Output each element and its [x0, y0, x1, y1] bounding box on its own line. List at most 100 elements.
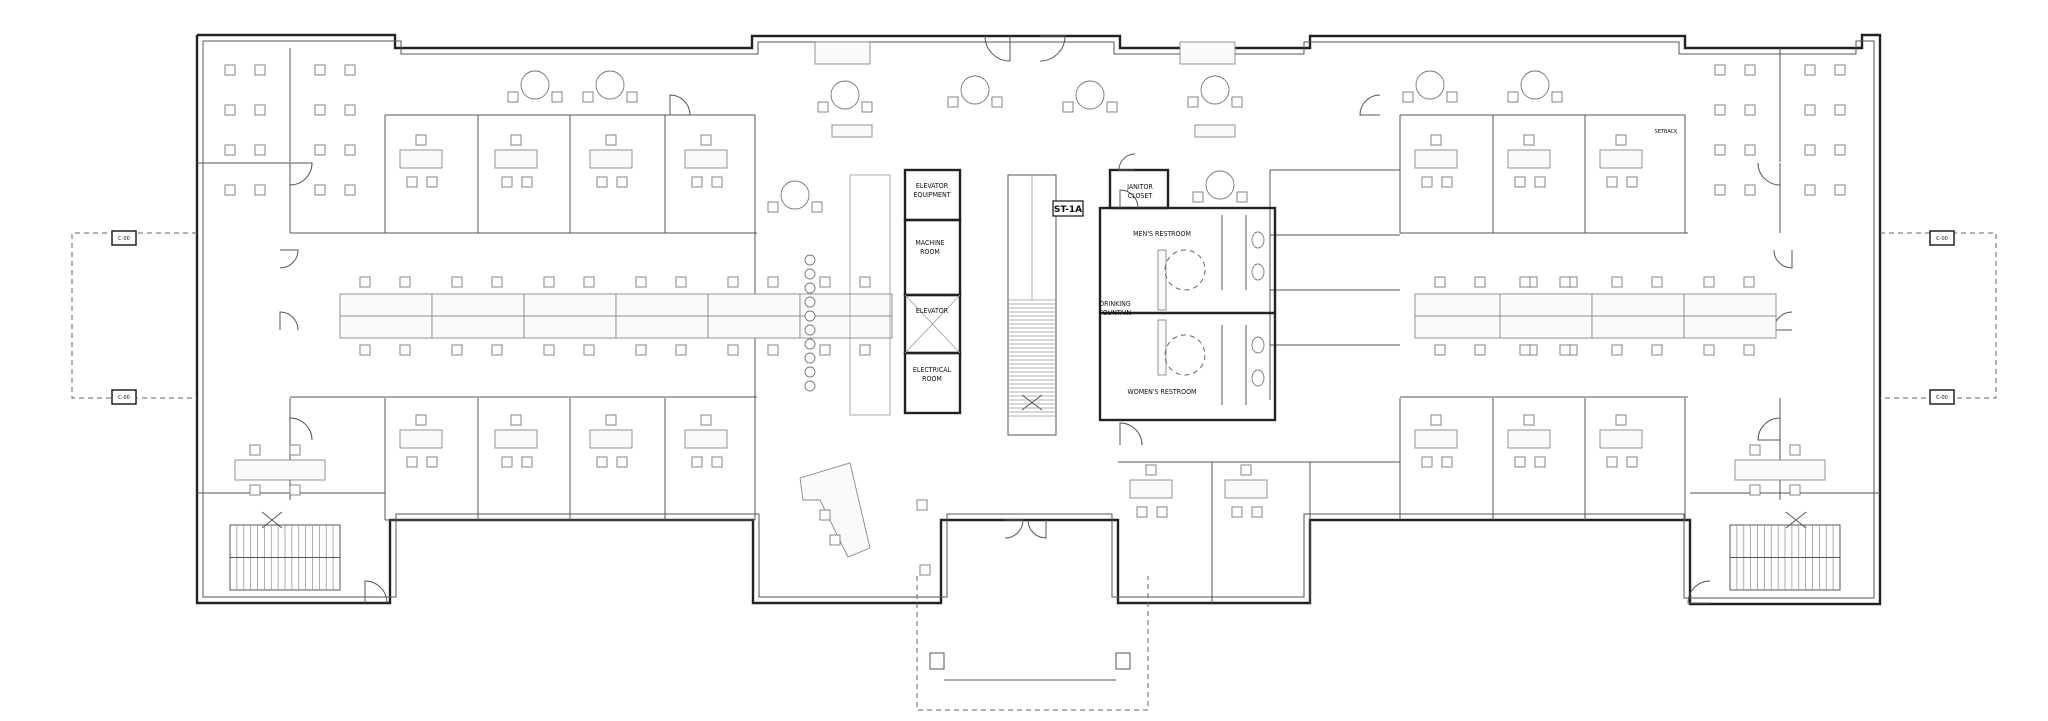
desk — [684, 429, 728, 449]
chair — [1474, 276, 1486, 288]
chair — [811, 201, 823, 213]
chair — [344, 144, 356, 156]
chair — [1534, 176, 1546, 188]
door-swing — [1773, 249, 1793, 269]
chair — [919, 564, 931, 576]
chair — [224, 104, 236, 116]
chair — [727, 344, 739, 356]
door-swing — [289, 162, 313, 186]
desk — [1414, 293, 1508, 317]
chair — [1744, 64, 1756, 76]
desk — [399, 429, 443, 449]
turning-circle — [1164, 334, 1206, 376]
chair — [543, 276, 555, 288]
chair — [1615, 414, 1627, 426]
desk — [589, 149, 633, 169]
bench — [831, 124, 873, 138]
chair — [817, 101, 829, 113]
door-swing — [279, 311, 299, 331]
desk — [399, 149, 443, 169]
stool — [804, 338, 816, 350]
reception-desk — [799, 462, 871, 558]
toilet-fixture — [1251, 263, 1265, 281]
column-tag-text: C-00 — [118, 395, 130, 401]
chair — [1714, 184, 1726, 196]
counter — [849, 174, 891, 416]
desk — [1414, 429, 1458, 449]
chair — [406, 176, 418, 188]
desk — [339, 293, 433, 317]
door-swing — [364, 580, 388, 604]
sofa — [1179, 41, 1236, 65]
column-tag-right-bottom: C-00 — [1929, 389, 1955, 405]
chair — [1834, 64, 1846, 76]
desk — [589, 429, 633, 449]
door-swing — [1119, 422, 1143, 446]
column-tag-text: C-00 — [1936, 236, 1948, 242]
chair — [605, 134, 617, 146]
chair — [916, 499, 928, 511]
vanity — [1157, 319, 1167, 376]
desk — [1507, 149, 1551, 169]
chair — [314, 144, 326, 156]
electrical-room-label-2: ROOM — [922, 375, 942, 383]
chair — [224, 184, 236, 196]
chair — [616, 176, 628, 188]
chair — [1240, 464, 1252, 476]
door-swing — [1004, 519, 1024, 539]
chair — [426, 176, 438, 188]
desk — [799, 315, 893, 339]
chair — [491, 344, 503, 356]
chair — [582, 91, 594, 103]
chair — [249, 444, 261, 456]
chair — [675, 276, 687, 288]
chair — [1136, 506, 1148, 518]
chair — [426, 456, 438, 468]
chair — [1231, 506, 1243, 518]
round-table — [830, 80, 860, 110]
mens-restroom-label: MEN'S RESTROOM — [1133, 230, 1191, 238]
chair — [859, 276, 871, 288]
door-swing — [1027, 519, 1047, 539]
elevator-x — [904, 294, 961, 354]
desk — [615, 315, 709, 339]
chair — [583, 344, 595, 356]
exterior-walls — [71, 33, 1997, 711]
chair — [1651, 344, 1663, 356]
chair — [314, 64, 326, 76]
chair — [1519, 344, 1531, 356]
bench — [1194, 124, 1236, 138]
chair — [344, 104, 356, 116]
vanity — [1157, 249, 1167, 311]
door-swing — [984, 35, 1011, 62]
chair — [1804, 64, 1816, 76]
chair — [583, 276, 595, 288]
column-tag-text: C-00 — [1936, 395, 1948, 401]
chair — [451, 344, 463, 356]
drinking-fountain-label-2: FOUNTAIN — [1099, 309, 1131, 317]
desk — [1683, 315, 1777, 339]
chair — [1749, 484, 1761, 496]
chair — [861, 101, 873, 113]
chair — [543, 344, 555, 356]
janitor-closet-label-2: CLOSET — [1128, 192, 1153, 200]
electrical-room-label: ELECTRICAL — [913, 366, 952, 374]
desk — [1599, 149, 1643, 169]
elevator-label: ELEVATOR — [916, 307, 949, 315]
chair — [1611, 276, 1623, 288]
chair — [1615, 134, 1627, 146]
chair — [1430, 134, 1442, 146]
chair — [1236, 191, 1248, 203]
chair — [1251, 506, 1263, 518]
chair — [819, 509, 831, 521]
desk — [523, 293, 617, 317]
drinking-fountain-label: DRINKING — [1099, 300, 1130, 308]
desk — [494, 149, 538, 169]
setback-note: SETBACK — [1655, 129, 1679, 135]
chair — [224, 144, 236, 156]
chair — [727, 276, 739, 288]
chair — [1523, 134, 1535, 146]
desk — [1591, 315, 1685, 339]
round-table — [1520, 70, 1550, 100]
chair — [510, 414, 522, 426]
